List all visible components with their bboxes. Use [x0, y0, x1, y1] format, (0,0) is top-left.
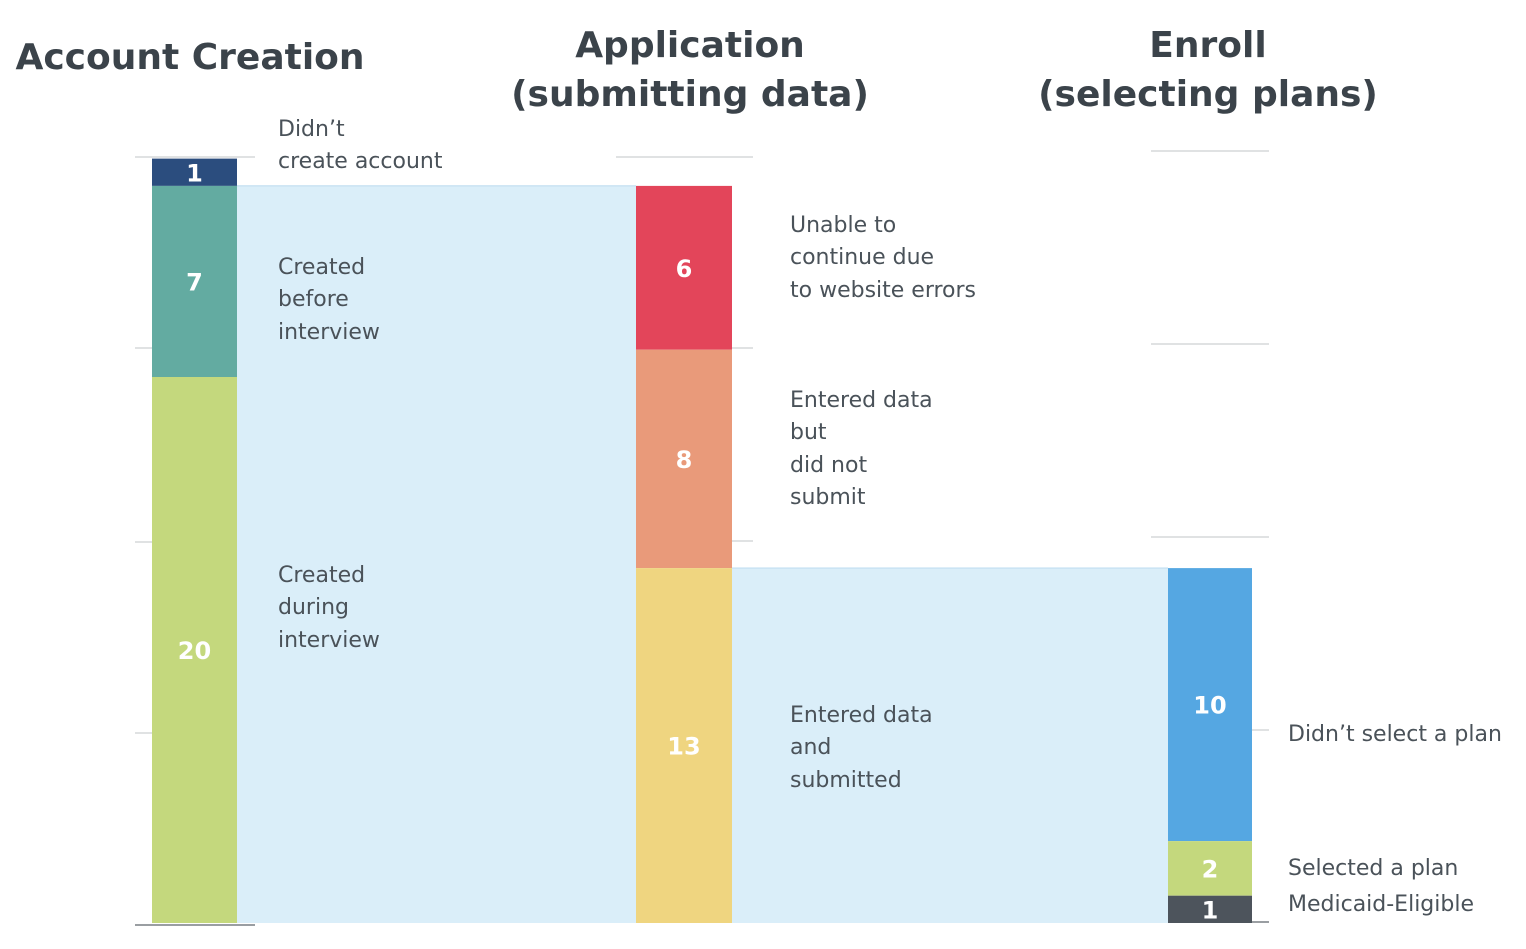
value-label: 2: [1202, 855, 1219, 883]
bar-segment: [1168, 895, 1252, 923]
annotation-did-not-submit: Entered data but did not submit: [790, 388, 933, 510]
annotation-created-during-interview: Created during interview: [278, 563, 380, 653]
bar-segment: [636, 349, 732, 569]
annotation-created-before-interview: Created before interview: [278, 255, 380, 345]
value-label: 7: [186, 268, 203, 296]
bar-segment: [1168, 568, 1252, 842]
bar-segment: [152, 185, 237, 377]
value-label: 20: [178, 637, 211, 665]
annotation-didnt-select-plan: Didn’t select a plan: [1288, 722, 1502, 747]
stacked-bars: [152, 158, 1252, 923]
annotation-selected-plan: Selected a plan: [1288, 856, 1459, 881]
stage-title-application: Application (submitting data): [490, 21, 890, 119]
value-label: 1: [186, 159, 203, 187]
bar-segment: [636, 568, 732, 923]
annotation-didnt-create-account: Didn’t create account: [278, 117, 443, 175]
stage-title-enroll: Enroll (selecting plans): [1008, 21, 1408, 119]
value-label: 13: [667, 733, 700, 761]
value-label: 10: [1193, 692, 1226, 720]
stage-title-line: Application: [575, 25, 805, 66]
bar-segment: [152, 377, 237, 923]
value-labels: 1 7 20 6 8 13 10 2 1: [178, 159, 1227, 924]
bar-segment: [152, 158, 237, 186]
stage-title-line: (selecting plans): [1038, 74, 1378, 115]
value-label: 1: [1202, 896, 1219, 924]
flow-bands: [237, 185, 1168, 923]
value-label: 6: [676, 255, 693, 283]
stage-title-line: Account Creation: [15, 37, 365, 78]
bar-segment: [636, 185, 732, 350]
stage-title-line: Enroll: [1149, 25, 1267, 66]
stage-title-account-creation: Account Creation: [10, 33, 370, 82]
value-label: 8: [676, 446, 693, 474]
annotation-submitted: Entered data and submitted: [790, 703, 933, 793]
stage-title-line: (submitting data): [511, 74, 869, 115]
annotation-medicaid-eligible: Medicaid-Eligible: [1288, 892, 1475, 917]
flow-band: [237, 185, 636, 923]
bar-segment: [1168, 841, 1252, 896]
flow-band: [732, 568, 1168, 923]
annotation-website-errors: Unable to continue due to website errors: [790, 213, 977, 303]
